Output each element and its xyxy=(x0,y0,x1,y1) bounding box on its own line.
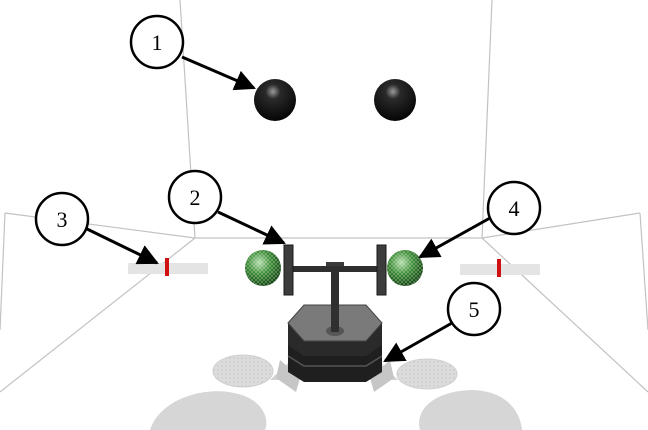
callout-1-label: 1 xyxy=(152,30,163,55)
arrow-2 xyxy=(217,210,286,245)
callout-2-label: 2 xyxy=(190,185,201,210)
callout-5-label: 5 xyxy=(469,297,480,322)
robot-mast xyxy=(331,272,339,332)
right-ball xyxy=(374,79,416,121)
robot-arm-bar xyxy=(293,266,377,272)
callout-3: 3 xyxy=(34,191,90,247)
right-wall-front-edge xyxy=(639,212,648,331)
arrow-4 xyxy=(418,216,491,259)
callout-1: 1 xyxy=(129,14,185,70)
arrow-5 xyxy=(383,321,453,363)
right-sphere-texture xyxy=(387,250,423,286)
callout-3-label: 3 xyxy=(57,207,68,232)
right-paddle xyxy=(376,244,387,296)
right-foot-pad xyxy=(396,358,458,390)
floor-shadows xyxy=(150,354,522,430)
callout-2: 2 xyxy=(167,169,223,225)
callout-3-circle xyxy=(34,191,90,247)
right-marker xyxy=(460,259,540,277)
ball-pair xyxy=(254,79,416,121)
arrow-1 xyxy=(181,55,256,91)
left-marker-tick xyxy=(165,258,169,276)
right-floor-edge xyxy=(481,237,648,393)
arrow-3 xyxy=(84,226,159,265)
robot-left-leg xyxy=(276,360,300,392)
back-right-edge xyxy=(481,0,493,239)
left-foot-pad xyxy=(212,354,274,388)
callout-arrows xyxy=(84,55,491,363)
right-marker-tick xyxy=(497,259,501,277)
robot xyxy=(270,244,398,392)
callout-4: 4 xyxy=(486,180,542,236)
robot-base-seam xyxy=(287,355,383,367)
left-paddle xyxy=(283,244,294,296)
shadow-left-foot xyxy=(150,391,267,430)
callout-2-circle xyxy=(167,169,223,225)
callout-1-circle xyxy=(129,14,185,70)
robot-right-leg xyxy=(370,360,394,392)
left-sphere-texture xyxy=(245,250,281,286)
callout-circles: 1 2 3 4 5 xyxy=(34,14,542,337)
left-ball xyxy=(254,79,296,121)
left-marker xyxy=(128,258,208,276)
callout-5-circle xyxy=(446,281,502,337)
left-wall-front-edge xyxy=(0,212,6,331)
green-spheres xyxy=(245,250,423,286)
callout-5: 5 xyxy=(446,281,502,337)
callout-4-circle xyxy=(486,180,542,236)
shadow-right-foot xyxy=(419,390,522,430)
callout-4-label: 4 xyxy=(509,196,520,221)
